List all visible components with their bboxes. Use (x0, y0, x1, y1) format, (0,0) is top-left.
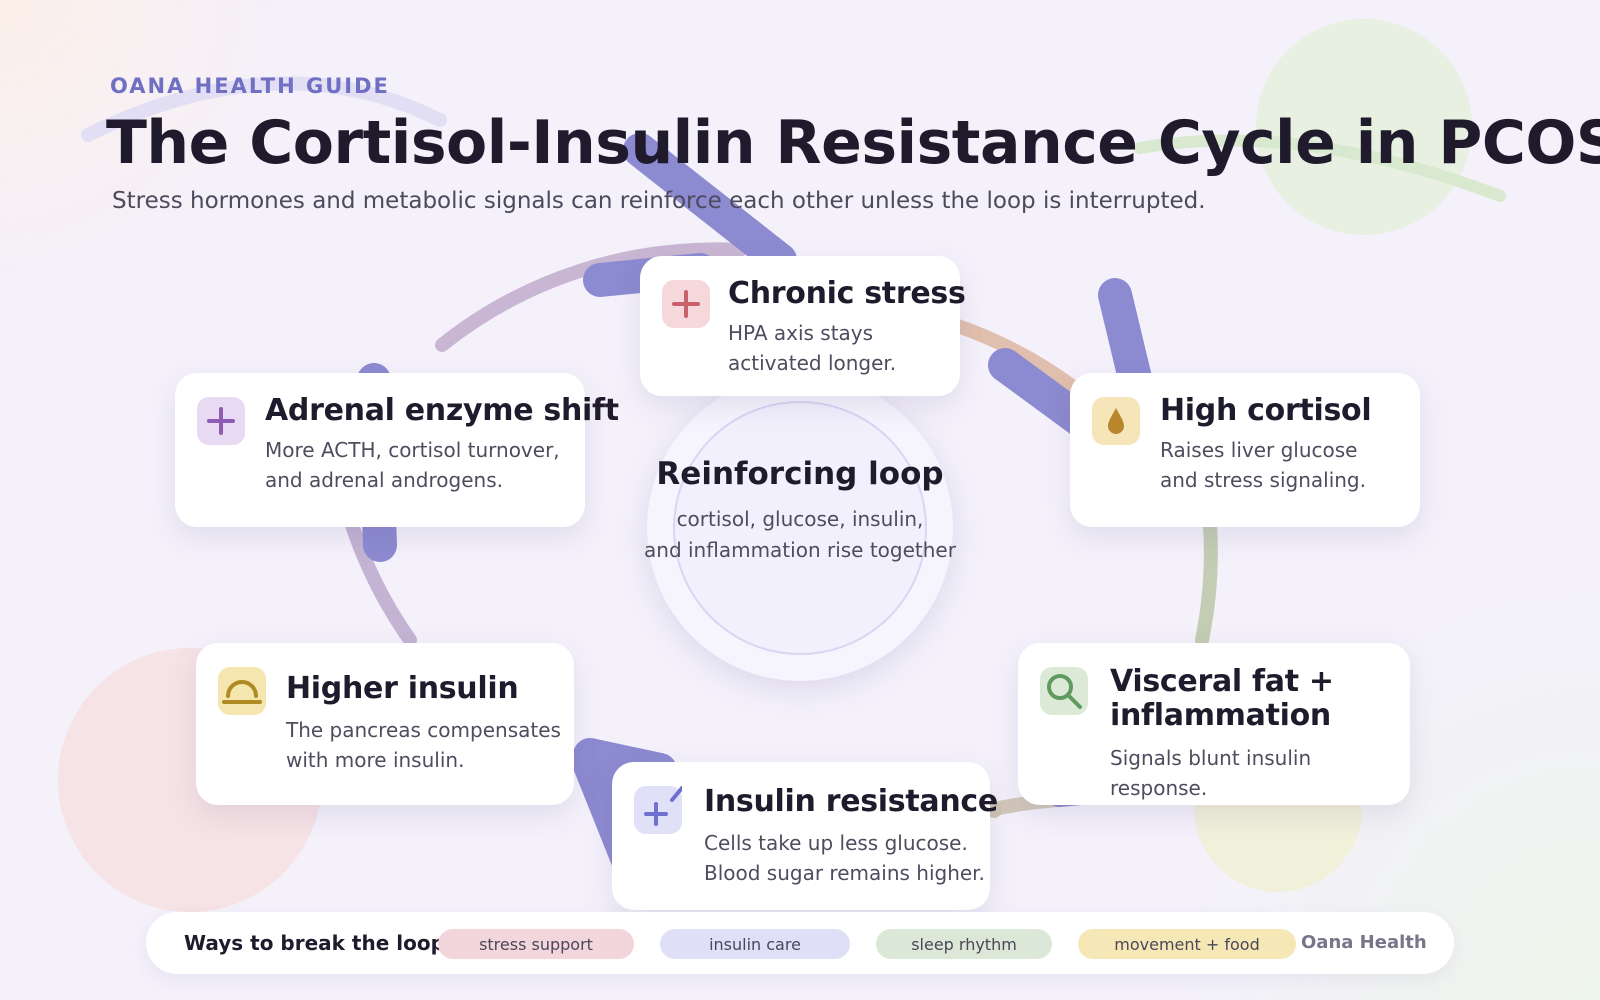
step-card-insulin-resistance: Insulin resistance Cells take up less gl… (612, 762, 998, 910)
step-title: Visceral fat + inflammation (1110, 665, 1334, 733)
step-text-line: The pancreas compensates (286, 718, 561, 742)
pill-movement-food[interactable]: movement + food (1078, 929, 1296, 959)
step-text-line: Raises liver glucose (1160, 438, 1358, 462)
step-description: HPA axis stays activated longer. (728, 318, 896, 378)
step-card-adrenal-enzyme-shift: Adrenal enzyme shift More ACTH, cortisol… (175, 373, 619, 527)
decor-swoosh-green (1134, 134, 1506, 202)
brand-kicker: OANA HEALTH GUIDE (110, 74, 390, 98)
step-text-line: Cells take up less glucose. (704, 831, 968, 855)
center-text-line: and inflammation rise together (644, 538, 956, 562)
step-title-line: Visceral fat + (1110, 664, 1334, 699)
step-title: Insulin resistance (704, 784, 998, 819)
plus-icon (197, 397, 245, 445)
loop-arrow (623, 133, 797, 277)
footer-label: Ways to break the loop: (184, 931, 453, 955)
step-description: Signals blunt insulin response. (1110, 743, 1410, 803)
step-description: More ACTH, cortisol turnover, and adrena… (265, 435, 560, 495)
footer-bar: Ways to break the loop: stress support i… (146, 912, 1454, 974)
loop-segment (1195, 518, 1218, 647)
step-text-line: with more insulin. (286, 748, 465, 772)
step-text-line: activated longer. (728, 351, 897, 375)
page-title: The Cortisol-Insulin Resistance Cycle in… (106, 108, 1600, 178)
step-title: Chronic stress (728, 276, 966, 311)
step-card-visceral-fat: Visceral fat + inflammation Signals blun… (1018, 643, 1410, 805)
step-text-line: Signals blunt insulin response. (1110, 746, 1312, 800)
footer-brand: Oana Health (1301, 932, 1427, 953)
step-card-chronic-stress: Chronic stress HPA axis stays activated … (640, 256, 966, 396)
loop-dot (986, 802, 1002, 818)
step-description: The pancreas compensates with more insul… (286, 715, 561, 775)
center-inner-ring (673, 401, 927, 655)
drop-icon (1092, 397, 1140, 445)
step-title: Adrenal enzyme shift (265, 393, 619, 428)
dome-icon (218, 667, 266, 715)
loop-segment (435, 242, 747, 352)
page-subtitle: Stress hormones and metabolic signals ca… (112, 188, 1206, 214)
pill-sleep-rhythm[interactable]: sleep rhythm (876, 929, 1052, 959)
pill-stress-support[interactable]: stress support (438, 929, 634, 959)
center-title: Reinforcing loop (656, 456, 944, 492)
step-text-line: and stress signaling. (1160, 468, 1366, 492)
syringe-plus-icon (634, 786, 682, 834)
step-title: Higher insulin (286, 671, 519, 706)
step-title-line: inflammation (1110, 698, 1331, 733)
center-text-line: cortisol, glucose, insulin, (676, 507, 924, 531)
center-description: cortisol, glucose, insulin, and inflamma… (600, 504, 1000, 566)
loop-segment (345, 518, 417, 647)
center-circle (647, 375, 953, 681)
pill-insulin-care[interactable]: insulin care (660, 929, 850, 959)
plus-icon (662, 280, 710, 328)
step-text-line: HPA axis stays (728, 321, 874, 345)
step-description: Raises liver glucose and stress signalin… (1160, 435, 1366, 495)
step-text-line: Blood sugar remains higher. (704, 861, 985, 885)
step-description: Cells take up less glucose. Blood sugar … (704, 828, 985, 888)
step-title: High cortisol (1160, 393, 1372, 428)
loop-arrow (988, 348, 1097, 437)
step-card-higher-insulin: Higher insulin The pancreas compensates … (196, 643, 574, 805)
step-card-high-cortisol: High cortisol Raises liver glucose and s… (1070, 373, 1420, 527)
magnifier-icon (1040, 667, 1088, 715)
step-text-line: and adrenal androgens. (265, 468, 503, 492)
step-text-line: More ACTH, cortisol turnover, (265, 438, 560, 462)
decor-circle-green (1256, 19, 1472, 235)
decor-swoosh (81, 76, 447, 142)
